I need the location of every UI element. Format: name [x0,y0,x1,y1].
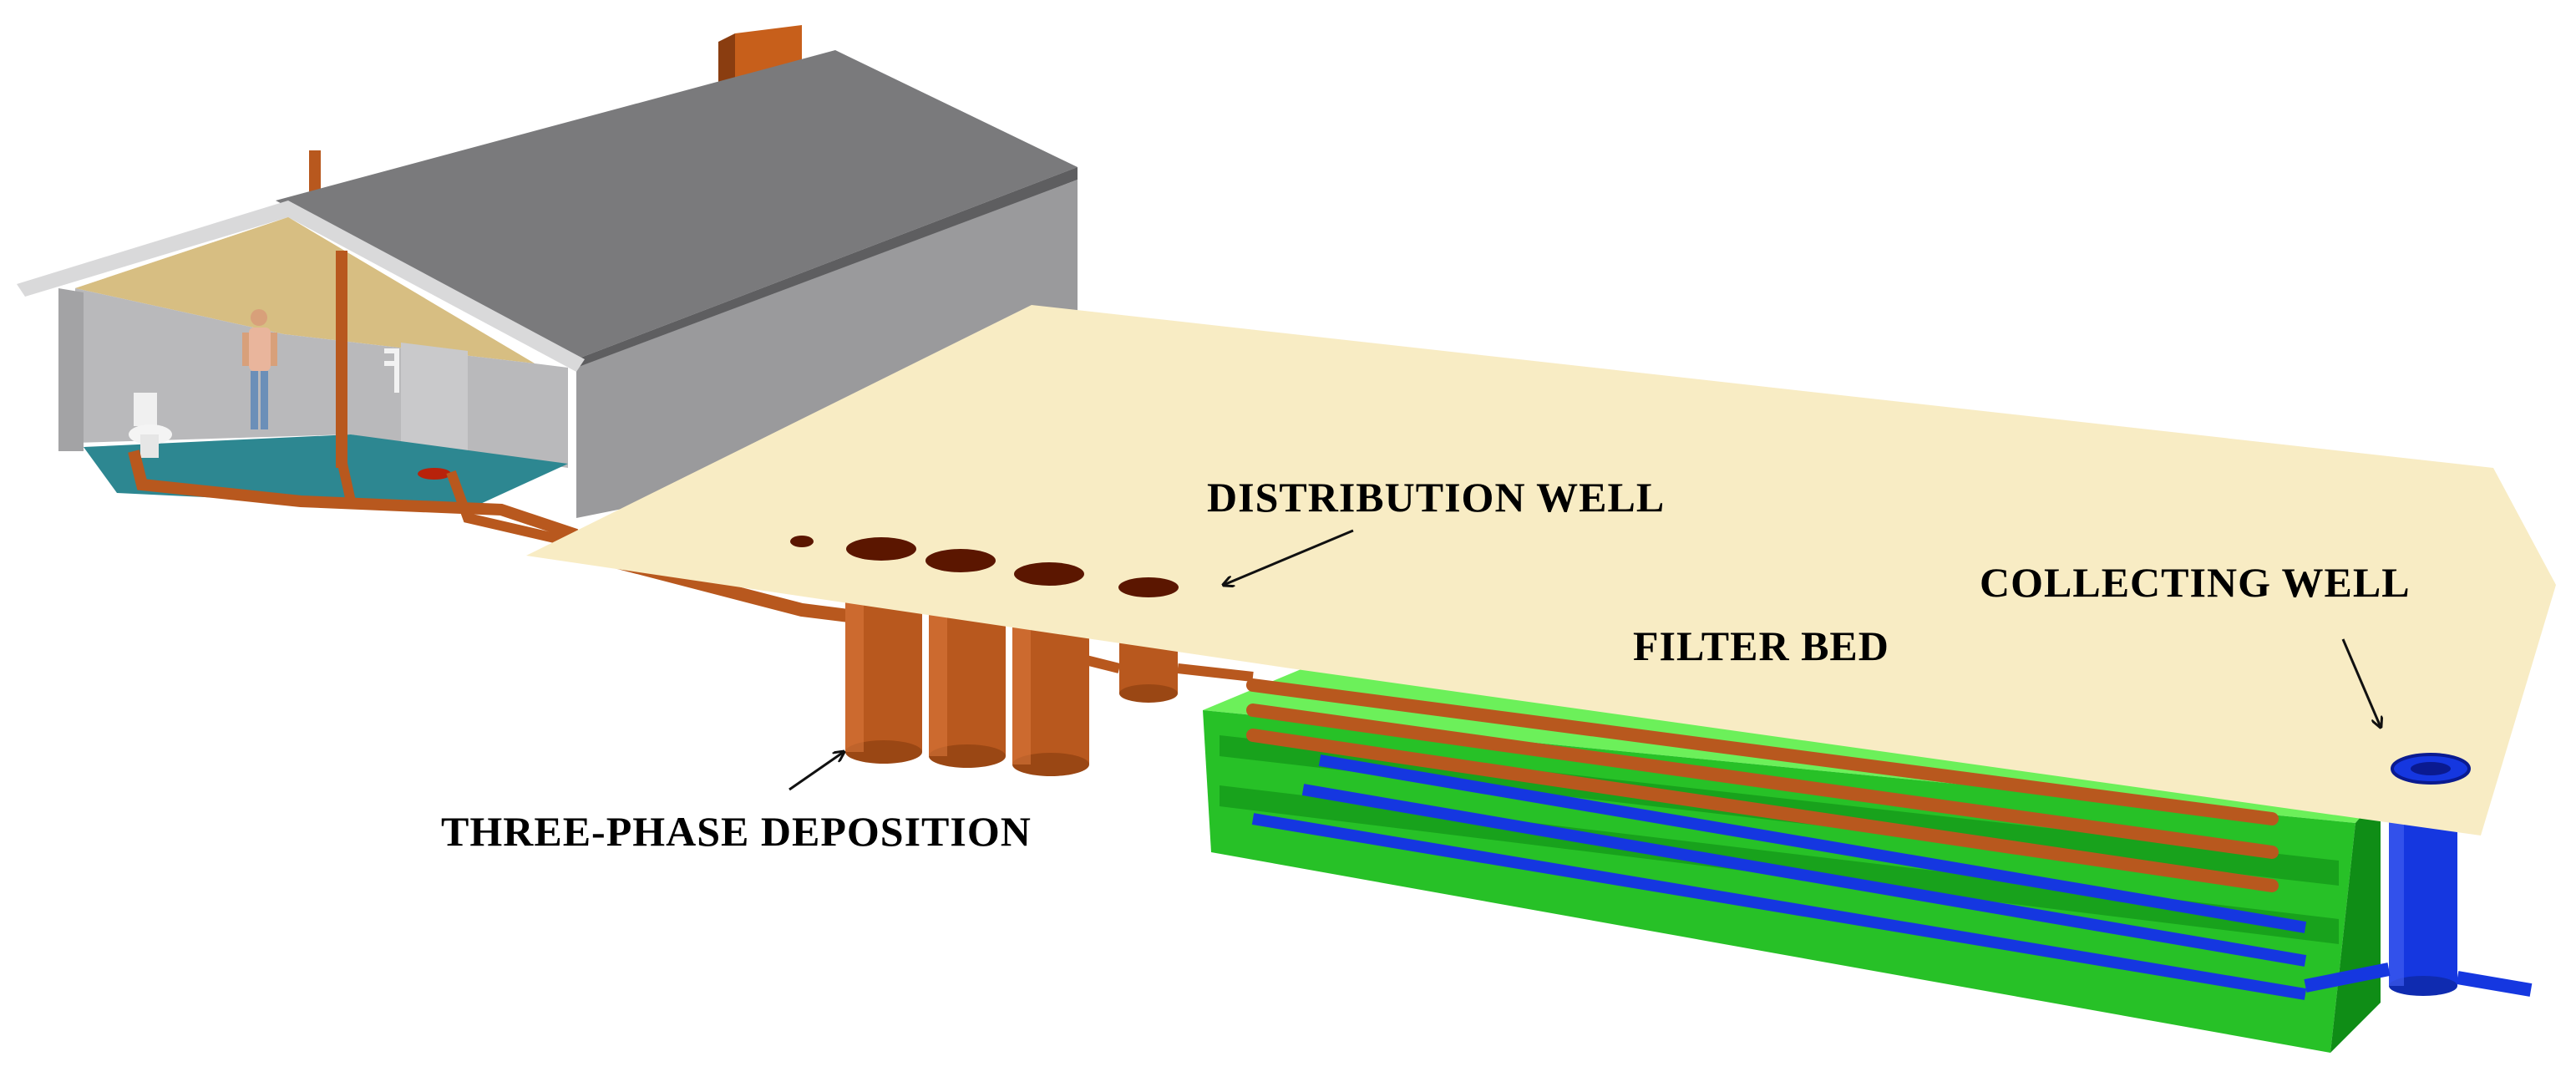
collecting-pipe-2 [1301,784,2307,967]
ground-surface [526,305,2556,836]
house [17,25,1078,548]
label-filter-bed: FILTER BED [1633,622,1889,669]
faucet-icon [384,348,399,393]
arrow-collecting-well [2341,638,2381,727]
distribution-pipe-2 [1246,704,2279,859]
arrow-three-phase-deposition [789,752,844,791]
house-roof [276,50,1078,359]
label-three-phase-deposition: THREE-PHASE DEPOSITION [441,808,1032,855]
filter-bed [1203,668,2381,1053]
label-distribution-well: DISTRIBUTION WELL [1207,474,1665,521]
label-collecting-well: COLLECTING WELL [1980,559,2411,606]
arrow-distribution-well [1224,529,1354,585]
person-figure-icon [242,309,277,429]
distribution-pipe-1 [1246,678,2279,825]
distribution-pipe-3 [1246,729,2279,892]
toilet-icon [129,393,172,458]
distribution-well-openings [790,536,1179,597]
collecting-pipe-3 [1251,813,2307,1000]
collecting-pipe-1 [1318,754,2307,933]
